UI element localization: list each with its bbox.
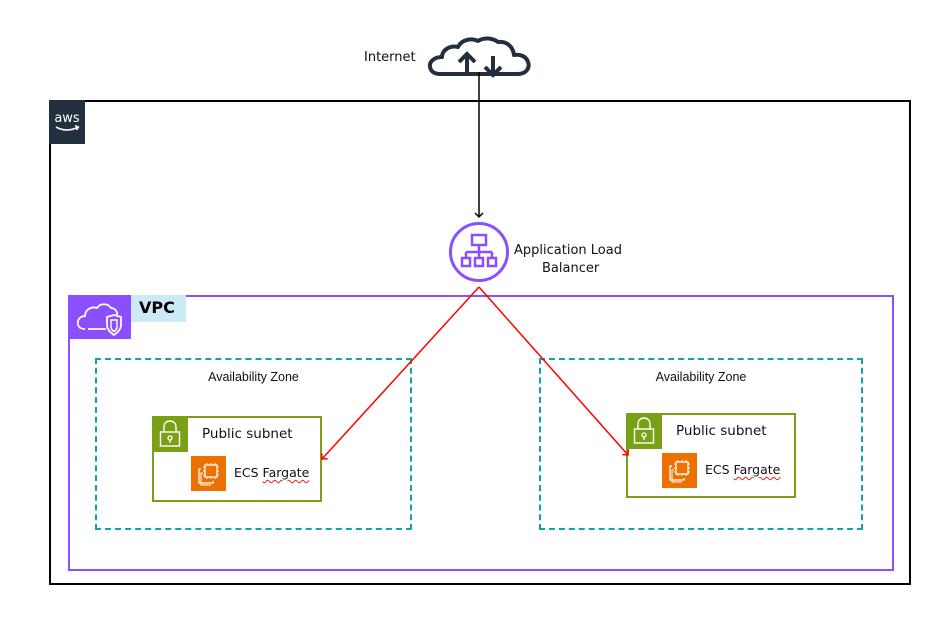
lock-icon [152, 416, 188, 452]
ecs-label-suffix: Fargate [262, 465, 310, 480]
aws-cloud-group [49, 100, 911, 585]
ecs-fargate-label: ECS Fargate [234, 465, 309, 480]
aws-logo-text: aws [54, 111, 80, 126]
public-subnet-2: Public subnet ECS Fargate [626, 413, 796, 498]
ecs-label-prefix: ECS [705, 462, 734, 477]
ecs-fargate-label: ECS Fargate [705, 462, 780, 477]
public-subnet-label: Public subnet [676, 423, 767, 439]
ecs-label-suffix: Fargate [733, 462, 781, 477]
aws-logo-icon: aws [49, 100, 85, 144]
availability-zone-label: Availability Zone [208, 370, 299, 384]
lock-icon [626, 413, 662, 449]
ecs-fargate-icon [662, 453, 697, 488]
vpc-cloud-shield-icon [68, 295, 131, 339]
public-subnet-1: Public subnet ECS Fargate [152, 416, 322, 502]
load-balancer-label-line1: Application Load [514, 243, 622, 258]
load-balancer-label-line2: Balancer [542, 261, 600, 276]
availability-zone-label: Availability Zone [655, 370, 747, 384]
vpc-label: VPC [131, 295, 186, 322]
application-load-balancer-icon [448, 221, 510, 283]
internet-label: Internet [364, 50, 416, 65]
ecs-fargate-icon [191, 456, 226, 491]
ecs-label-prefix: ECS [234, 465, 263, 480]
public-subnet-label: Public subnet [202, 426, 293, 442]
internet-cloud-icon [426, 36, 532, 80]
